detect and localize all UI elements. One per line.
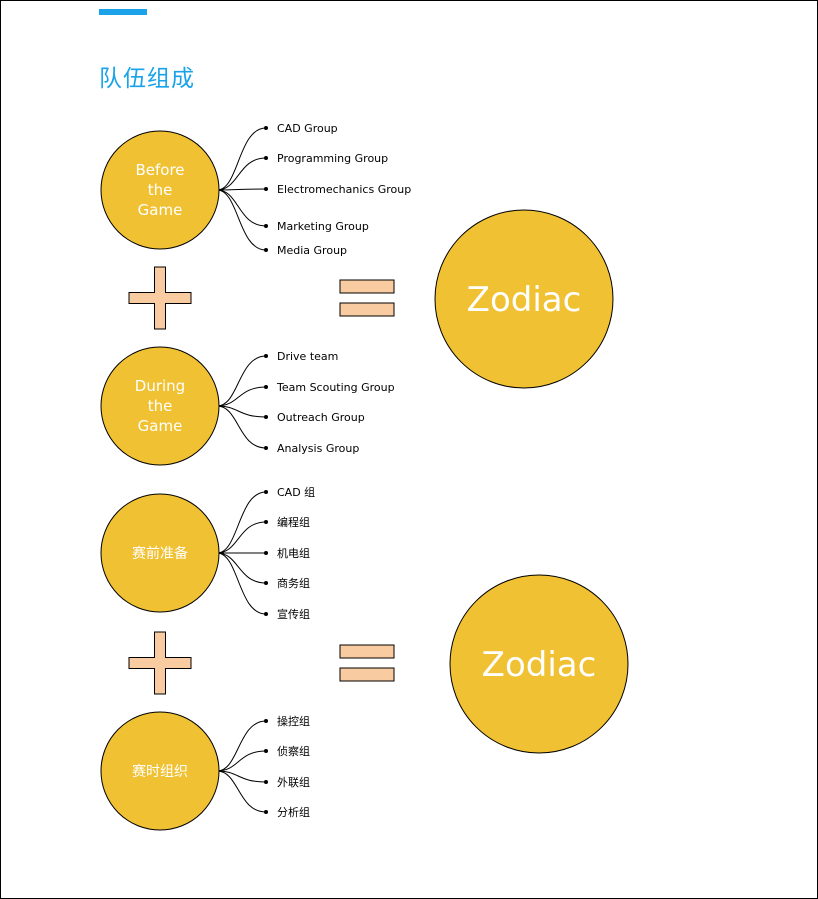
- result-circle: [449, 574, 629, 754]
- branch-dot: [264, 581, 268, 585]
- branch-dot: [264, 749, 268, 753]
- phase-circle: [100, 346, 220, 466]
- phase-circle: [100, 493, 220, 613]
- group-label: Team Scouting Group: [276, 381, 395, 394]
- branch-dot: [264, 187, 268, 191]
- group-label: 编程组: [277, 515, 310, 529]
- result-group-1: Zodiac: [434, 209, 614, 389]
- branch-connector: [216, 521, 267, 554]
- phase-circle: [100, 711, 220, 831]
- group-label: 外联组: [277, 775, 310, 789]
- phase-label: Before: [135, 161, 184, 179]
- branch-dot: [264, 446, 268, 450]
- branch-dot: [264, 126, 268, 130]
- branch-connector: [216, 355, 267, 407]
- branch-connector: [216, 189, 267, 227]
- phase-label: Game: [138, 201, 183, 219]
- result-group-2: Zodiac: [449, 574, 629, 754]
- phase-label: 赛前准备: [132, 545, 188, 562]
- branch-connector: [216, 552, 267, 615]
- plus-sign-2: [128, 631, 192, 695]
- branch-connector: [216, 127, 267, 191]
- branch-dot: [264, 385, 268, 389]
- branch-connector: [216, 189, 267, 251]
- equals-sign-2-top-bar: [339, 644, 395, 659]
- branch-dot: [264, 719, 268, 723]
- group-label: 机电组: [277, 546, 310, 560]
- group-label: Drive team: [277, 350, 338, 363]
- group-label: CAD Group: [277, 122, 338, 135]
- phase-label: the: [148, 181, 173, 199]
- group-label: CAD 组: [277, 485, 315, 499]
- group-label: 宣传组: [277, 607, 310, 621]
- group-label: Electromechanics Group: [277, 183, 411, 196]
- equals-sign-2-bottom-bar: [339, 667, 395, 682]
- branch-connector: [216, 720, 267, 772]
- branch-connector: [216, 157, 267, 191]
- phase-circle: [100, 130, 220, 250]
- group-label: 侦察组: [277, 744, 310, 758]
- group-label: Marketing Group: [277, 220, 369, 233]
- branch-dot: [264, 551, 268, 555]
- branch-dot: [264, 612, 268, 616]
- branch-dot: [264, 224, 268, 228]
- branch-connector: [216, 770, 267, 813]
- branch-dot: [264, 415, 268, 419]
- branch-dot: [264, 156, 268, 160]
- branch-dot: [264, 520, 268, 524]
- group-label: Analysis Group: [277, 442, 359, 455]
- plus-sign-1: [128, 266, 192, 330]
- branch-dot: [264, 780, 268, 784]
- group-label: Media Group: [277, 244, 347, 257]
- group-label: Programming Group: [277, 152, 388, 165]
- phase-label: 赛时组织: [132, 764, 188, 780]
- equals-sign-1-bottom-bar: [339, 302, 395, 317]
- branch-connector: [216, 386, 267, 407]
- page-title: 队伍组成: [99, 66, 195, 92]
- group-label: 商务组: [277, 576, 310, 590]
- branch-dot: [264, 810, 268, 814]
- group-label: Outreach Group: [277, 411, 365, 424]
- group-label: 分析组: [277, 805, 310, 819]
- branch-connector: [216, 491, 267, 554]
- branch-connector: [216, 405, 267, 449]
- branch-connector: [216, 188, 267, 191]
- group-label: 操控组: [277, 714, 310, 728]
- accent-bar: [99, 9, 147, 15]
- phase-label: Game: [138, 417, 183, 435]
- equals-sign-1-top-bar: [339, 279, 395, 294]
- result-label: Zodiac: [482, 645, 597, 685]
- branch-connector: [216, 552, 267, 584]
- branch-dot: [264, 248, 268, 252]
- branch-dot: [264, 354, 268, 358]
- branch-connector: [216, 750, 267, 772]
- result-label: Zodiac: [467, 280, 582, 320]
- result-circle: [434, 209, 614, 389]
- phase-label: the: [148, 397, 173, 415]
- branch-dot: [264, 490, 268, 494]
- phase-label: During: [135, 377, 185, 395]
